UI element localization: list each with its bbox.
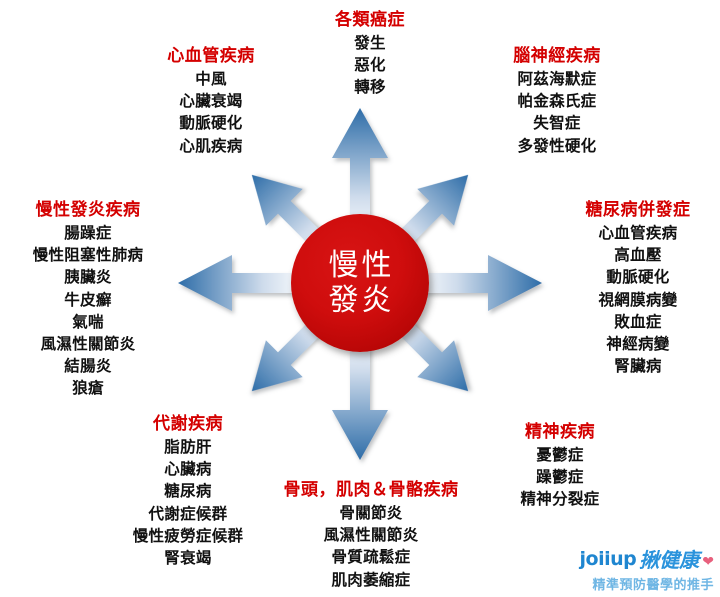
- hub-line-2: 發炎: [328, 283, 395, 318]
- group-diabetes-complications: 糖尿病併發症 心血管疾病 高血壓 動脈硬化 視網膜病變 敗血症 神經病變 腎臟病: [556, 198, 720, 377]
- group-metabolic-title: 代謝疾病: [153, 414, 223, 434]
- group-diabetes-complications-item: 神經病變: [606, 334, 670, 353]
- group-chronic-inflammatory-item: 慢性阻塞性肺病: [32, 246, 144, 265]
- group-cardiovascular-item: 動脈硬化: [179, 114, 243, 133]
- group-cardiovascular-item: 中風: [195, 70, 227, 89]
- group-diabetes-complications-item: 視網膜病變: [598, 290, 678, 309]
- group-chronic-inflammatory-title: 慢性發炎疾病: [35, 200, 141, 220]
- group-chronic-inflammatory: 慢性發炎疾病 腸躁症 慢性阻塞性肺病 胰臟炎 牛皮癬 氣喘 風濕性關節炎 結腸炎…: [0, 198, 176, 399]
- group-bone-muscle-skeletal-item: 風濕性關節炎: [323, 526, 419, 545]
- group-neurological-item: 失智症: [533, 114, 581, 133]
- group-diabetes-complications-item: 腎臟病: [614, 357, 662, 376]
- group-cardiovascular-title: 心血管疾病: [167, 46, 255, 66]
- group-bone-muscle-skeletal-item: 骨關節炎: [339, 504, 403, 523]
- group-chronic-inflammatory-item: 牛皮癬: [64, 290, 112, 309]
- heart-icon: ❤: [702, 553, 714, 570]
- brand-tagline: 精準預防醫學的推手: [592, 578, 714, 593]
- arrow-up: [332, 108, 388, 232]
- group-diabetes-complications-item: 高血壓: [614, 246, 662, 265]
- group-cancer-item: 惡化: [354, 56, 386, 75]
- group-cancer-title: 各類癌症: [335, 10, 405, 30]
- group-neurological-item: 多發性硬化: [517, 136, 597, 155]
- arrow-right: [420, 255, 542, 311]
- group-metabolic: 代謝疾病 脂肪肝 心臟病 糖尿病 代謝症候群 慢性疲勞症候群 腎衰竭: [88, 412, 288, 569]
- group-diabetes-complications-item: 敗血症: [614, 312, 662, 331]
- group-chronic-inflammatory-item: 狼瘡: [72, 379, 104, 398]
- group-cardiovascular-item: 心臟衰竭: [179, 92, 243, 111]
- group-chronic-inflammatory-item: 胰臟炎: [64, 268, 112, 287]
- group-cancer-item: 轉移: [354, 78, 386, 97]
- group-mental-item: 精神分裂症: [520, 490, 600, 509]
- group-diabetes-complications-item: 心血管疾病: [598, 224, 678, 243]
- group-mental-title: 精神疾病: [525, 422, 595, 442]
- group-metabolic-item: 心臟病: [164, 460, 212, 479]
- group-diabetes-complications-title: 糖尿病併發症: [585, 200, 691, 220]
- arrow-left: [178, 255, 300, 311]
- group-bone-muscle-skeletal-item: 肌肉萎縮症: [331, 570, 411, 589]
- brand-chinese-wordmark: 揪健康: [639, 548, 700, 572]
- group-bone-muscle-skeletal-title: 骨頭，肌肉＆骨骼疾病: [283, 480, 459, 500]
- group-chronic-inflammatory-item: 風濕性關節炎: [40, 334, 136, 353]
- arrow-down: [332, 336, 388, 460]
- group-chronic-inflammatory-item: 腸躁症: [64, 224, 112, 243]
- center-hub-chronic-inflammation: 慢性 發炎: [291, 214, 429, 352]
- group-neurological-title: 腦神經疾病: [513, 46, 601, 66]
- group-bone-muscle-skeletal-item: 骨質疏鬆症: [331, 548, 411, 567]
- group-neurological-item: 帕金森氏症: [517, 92, 597, 111]
- group-bone-muscle-skeletal: 骨頭，肌肉＆骨骼疾病 骨關節炎 風濕性關節炎 骨質疏鬆症 肌肉萎縮症: [250, 478, 492, 591]
- group-chronic-inflammatory-item: 氣喘: [72, 312, 104, 331]
- group-metabolic-item: 腎衰竭: [164, 548, 212, 567]
- group-diabetes-complications-item: 動脈硬化: [606, 268, 670, 287]
- brand-logo-row: joiiup 揪健康 ❤: [580, 544, 714, 573]
- group-chronic-inflammatory-item: 結腸炎: [64, 357, 112, 376]
- group-cancer: 各類癌症 發生 惡化 轉移: [270, 8, 470, 99]
- group-metabolic-item: 慢性疲勞症候群: [132, 526, 244, 545]
- hub-line-1: 慢性: [328, 247, 395, 283]
- group-neurological-item: 阿茲海默症: [517, 70, 597, 89]
- group-metabolic-item: 脂肪肝: [164, 438, 212, 457]
- group-cancer-item: 發生: [354, 34, 386, 53]
- brand-latin-wordmark: joiiup: [579, 547, 637, 570]
- group-metabolic-item: 代謝症候群: [148, 504, 228, 523]
- group-mental: 精神疾病 憂鬱症 躁鬱症 精神分裂症: [462, 420, 658, 511]
- group-metabolic-item: 糖尿病: [164, 482, 212, 501]
- group-mental-item: 躁鬱症: [536, 468, 584, 487]
- group-cardiovascular-item: 心肌疾病: [179, 136, 243, 155]
- group-mental-item: 憂鬱症: [536, 446, 584, 465]
- brand-logo[interactable]: joiiup 揪健康 ❤ 精準預防醫學的推手: [580, 544, 714, 594]
- group-cardiovascular: 心血管疾病 中風 心臟衰竭 動脈硬化 心肌疾病: [106, 44, 316, 157]
- group-neurological: 腦神經疾病 阿茲海默症 帕金森氏症 失智症 多發性硬化: [452, 44, 662, 157]
